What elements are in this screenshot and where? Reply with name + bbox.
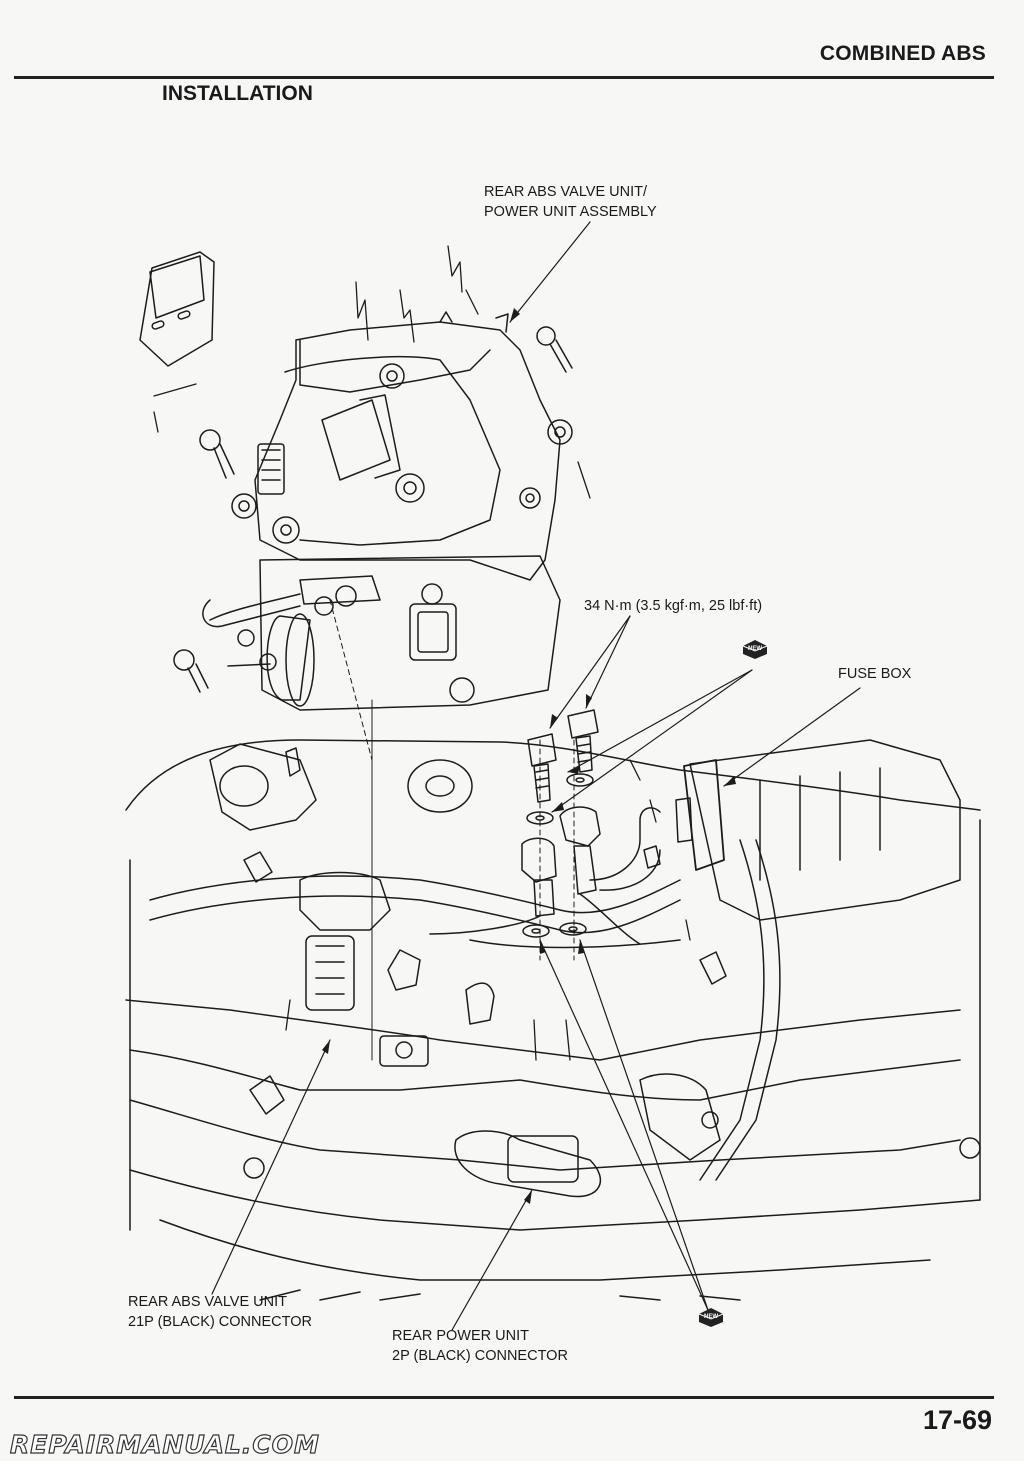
header-rule (14, 76, 994, 79)
new-part-badge-bottom: NEW (698, 1308, 724, 1327)
callout-fuse-box: FUSE BOX (838, 666, 912, 682)
leader-arrowheads (322, 308, 736, 1204)
callout-valve-connector: REAR ABS VALVE UNIT 21P (BLACK) CONNECTO… (128, 1292, 312, 1332)
callout-line: REAR ABS VALVE UNIT (128, 1294, 288, 1310)
callout-line: REAR ABS VALVE UNIT/ (484, 184, 648, 200)
callout-line: POWER UNIT ASSEMBLY (484, 204, 657, 220)
new-badge-label: NEW (748, 646, 762, 652)
power-unit-motor (202, 555, 561, 711)
frame-and-harness (125, 739, 981, 1301)
installation-diagram (125, 221, 981, 1331)
rubber-cover (139, 251, 215, 367)
callout-line: REAR POWER UNIT (392, 1328, 529, 1344)
watermark: REPAIRMANUAL.COM (9, 1429, 320, 1459)
callout-power-connector: REAR POWER UNIT 2P (BLACK) CONNECTOR (392, 1326, 568, 1366)
bolts-washers-fittings (429, 709, 727, 985)
callout-leaders (211, 221, 861, 1331)
footer-rule (14, 1396, 994, 1399)
valve-unit-body (231, 311, 573, 581)
mounting-bolts (173, 326, 573, 693)
callout-line: 21P (BLACK) CONNECTOR (128, 1314, 312, 1330)
assembly-arrows (153, 245, 691, 1061)
page-number: 17-69 (922, 1405, 992, 1435)
callout-torque-spec: 34 N·m (3.5 kgf·m, 25 lbf·ft) (584, 598, 763, 614)
section-title: COMBINED ABS (819, 42, 986, 65)
new-part-badge-top: NEW (742, 640, 768, 659)
page-heading: INSTALLATION (162, 82, 313, 105)
callout-valve-unit-assembly: REAR ABS VALVE UNIT/ POWER UNIT ASSEMBLY (484, 182, 657, 222)
callout-line: 2P (BLACK) CONNECTOR (392, 1348, 568, 1364)
new-badge-label: NEW (704, 1314, 718, 1320)
